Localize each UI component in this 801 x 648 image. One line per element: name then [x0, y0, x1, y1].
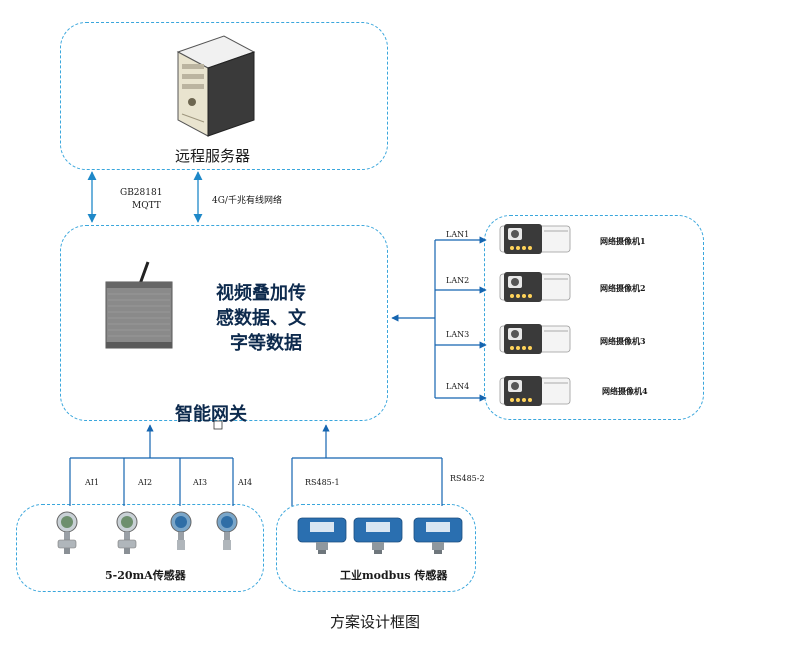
modbus-sensor-label: 工业modbus 传感器	[340, 569, 448, 582]
rs485-1-label: RS485-1	[305, 478, 340, 487]
ip-camera-icon	[498, 374, 574, 410]
overlay-text-line2: 感数据、文	[216, 308, 306, 329]
gateway-device-icon	[105, 261, 173, 349]
modbus-transmitter-icon	[352, 514, 404, 554]
pressure-gauge-icon	[166, 510, 196, 556]
camera-2-label: 网络摄像机2	[600, 283, 646, 293]
camera-1-label: 网络摄像机1	[600, 236, 646, 246]
ai3-label: AI3	[193, 478, 208, 487]
analog-sensor-box	[16, 504, 264, 592]
gateway-label: 智能网关	[175, 404, 247, 425]
camera-box	[484, 215, 704, 420]
analog-sensor-label: 5-20mA传感器	[105, 569, 186, 582]
lan3-label: LAN3	[446, 330, 470, 339]
overlay-text-line3: 字等数据	[230, 333, 302, 354]
camera-4-label: 网络摄像机4	[602, 386, 648, 396]
server-tower-icon	[176, 35, 256, 137]
rs485-2-label: RS485-2	[450, 474, 485, 483]
server-box	[60, 22, 388, 170]
protocol-mqtt: MQTT	[132, 201, 161, 211]
figure-caption: 方案设计框图	[330, 613, 421, 631]
modbus-transmitter-icon	[296, 514, 348, 554]
ip-camera-icon	[498, 322, 574, 358]
camera-3-label: 网络摄像机3	[600, 336, 646, 346]
lan1-label: LAN1	[446, 230, 470, 239]
server-label: 远程服务器	[175, 147, 251, 165]
gateway-port-marker	[213, 420, 223, 430]
modbus-transmitter-icon	[412, 514, 464, 554]
pressure-gauge-icon	[112, 510, 142, 556]
ai2-label: AI2	[138, 478, 153, 487]
pressure-gauge-icon	[52, 510, 82, 556]
pressure-gauge-icon	[212, 510, 242, 556]
protocol-gb28181: GB28181	[120, 188, 163, 198]
ai4-label: AI4	[238, 478, 253, 487]
modbus-sensor-box	[276, 504, 476, 592]
overlay-text-line1: 视频叠加传	[216, 283, 306, 304]
network-label: 4G/千兆有线网络	[212, 196, 282, 206]
ip-camera-icon	[498, 270, 574, 306]
gateway-box	[60, 225, 388, 421]
ai1-label: AI1	[85, 478, 100, 487]
ip-camera-icon	[498, 222, 574, 258]
lan2-label: LAN2	[446, 276, 470, 285]
lan4-label: LAN4	[446, 382, 470, 391]
